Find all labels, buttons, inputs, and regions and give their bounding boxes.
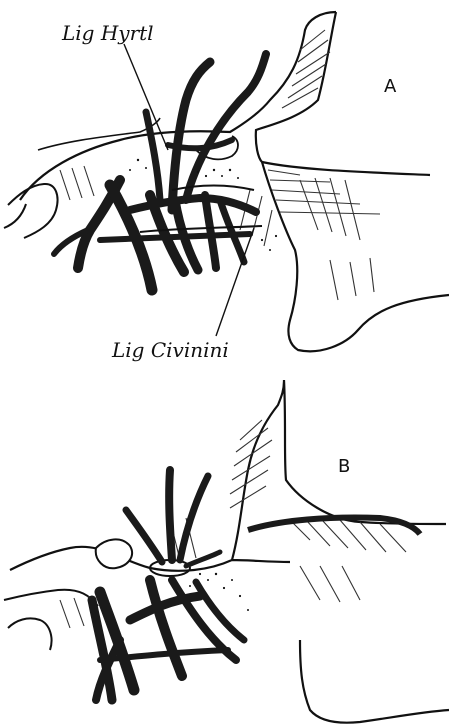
panel-b-petrous-outline bbox=[4, 590, 98, 650]
panel-letter-a: A bbox=[384, 76, 397, 97]
panel-a-hatching bbox=[60, 30, 380, 300]
panel-b-vessels bbox=[92, 470, 244, 700]
panel-b: B bbox=[4, 380, 449, 723]
panel-b-bone-outline bbox=[10, 380, 449, 723]
panel-a-hyrtl-ligament bbox=[172, 186, 254, 191]
panel-a: Lig Hyrtl Lig Civinini A bbox=[4, 12, 449, 362]
panel-letter-b: B bbox=[338, 456, 350, 477]
panel-b-petrous-tip bbox=[96, 539, 132, 568]
panel-b-bone-shadow bbox=[248, 518, 420, 535]
panel-a-petrous-outline bbox=[4, 184, 58, 238]
label-lig-hyrtl: Lig Hyrtl bbox=[61, 21, 154, 45]
panel-a-bone-outline bbox=[20, 12, 449, 351]
label-lig-civinini: Lig Civinini bbox=[111, 338, 229, 362]
panel-b-hatching bbox=[60, 420, 406, 628]
